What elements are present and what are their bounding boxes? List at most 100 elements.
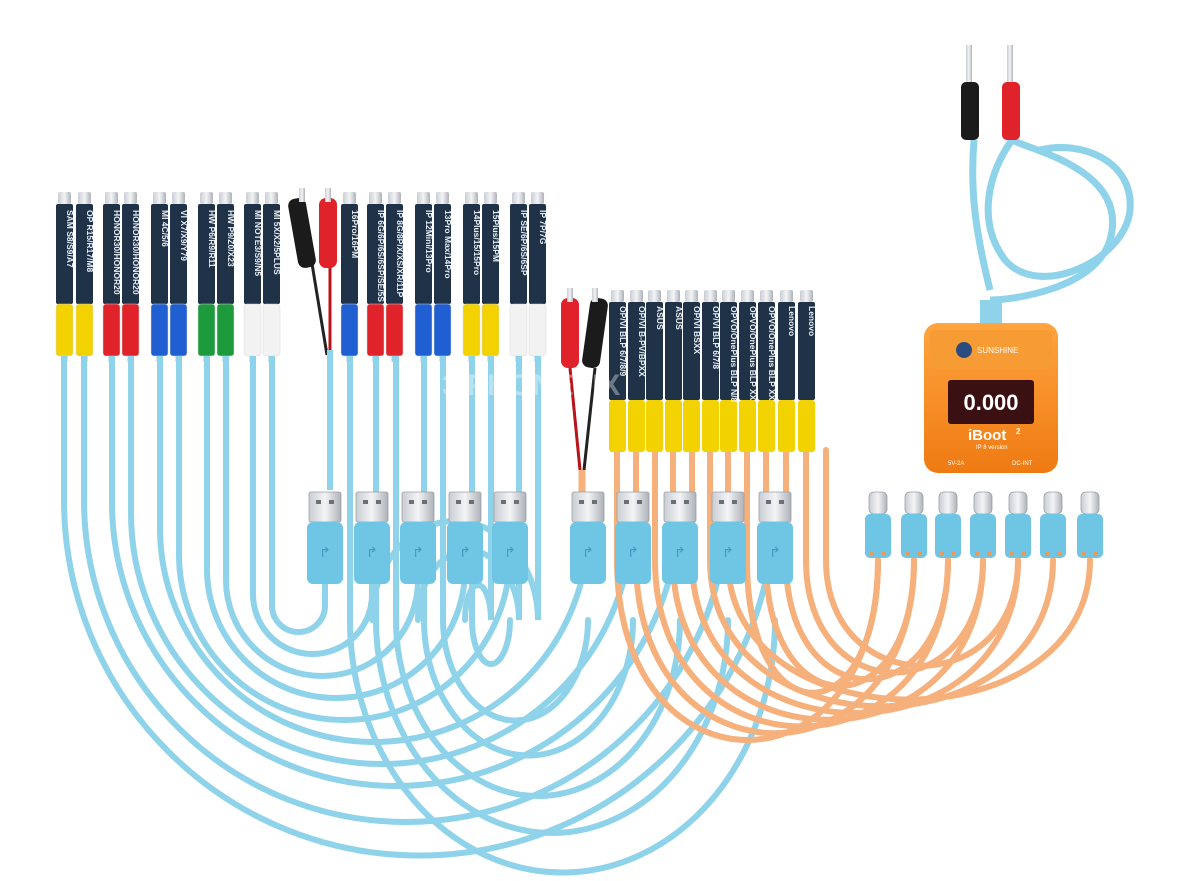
meter-subtitle: IP 8 version bbox=[976, 445, 1008, 451]
usb-a-plug: ↱ bbox=[354, 491, 390, 584]
blue-cable bbox=[109, 352, 683, 789]
usb-a-plug: ↱ bbox=[492, 491, 528, 584]
usb-icon: ↱ bbox=[627, 544, 639, 560]
blue-cable bbox=[128, 352, 636, 767]
connector-board: SAM S8/S9/A7 bbox=[55, 192, 75, 362]
connector-board: Lenovo bbox=[798, 290, 817, 452]
orange-cable bbox=[823, 447, 1021, 669]
board-label: 13Pro Max/14Pro bbox=[443, 210, 453, 279]
board-label: HONOR30/HONOR20 bbox=[131, 210, 141, 295]
orange-cable bbox=[744, 447, 881, 696]
connector-board: IP 7P/7G bbox=[528, 192, 548, 362]
usb-icon: ↱ bbox=[366, 544, 378, 560]
blue-cable bbox=[462, 352, 494, 623]
orange-cable bbox=[803, 447, 986, 676]
connector-board: HW P6/R9/R11 bbox=[197, 192, 217, 362]
board-label: IP 7P/7G bbox=[538, 210, 548, 245]
board-label: SAM S8/S9/A7 bbox=[65, 210, 75, 268]
usb-icon: ↱ bbox=[582, 544, 594, 560]
usb-a-plug: ↱ bbox=[757, 491, 793, 584]
connector-board: MI NOTE3/S9/N5 bbox=[243, 192, 263, 362]
banana-leads bbox=[961, 45, 1134, 304]
board-label: MI 5X/X2/5PLUS bbox=[272, 210, 282, 275]
connector-board: Lenovo bbox=[778, 290, 797, 452]
blue-cable bbox=[421, 352, 636, 759]
connector-board: OP/VI BSXX bbox=[683, 290, 702, 452]
usb-c-plug bbox=[1077, 491, 1103, 558]
connector-board: IP SE/6P/6S/6SP bbox=[509, 192, 529, 362]
board-label: OP/VI BSXX bbox=[692, 306, 702, 355]
blue-cable bbox=[61, 352, 778, 859]
connector-board: HONOR30/HONOR20 bbox=[121, 192, 141, 362]
meter-display-value: 0.000 bbox=[963, 390, 1018, 415]
orange-cable bbox=[670, 447, 986, 723]
usb-a-plug: ↱ bbox=[662, 491, 698, 584]
board-label: ASUS bbox=[674, 306, 684, 330]
usb-c-plug bbox=[1005, 491, 1031, 558]
board-label: OPVO/OnePlus BLP N/8 bbox=[729, 306, 739, 402]
alligator-clips-center bbox=[561, 288, 608, 495]
connector-board: OPVO/OnePlus BLP XX bbox=[758, 290, 777, 452]
board-label: OP R15/R17/M8 bbox=[85, 210, 95, 272]
usb-a-plugs: ↱↱↱↱↱↱↱↱↱↱ bbox=[307, 491, 793, 584]
usb-c-plug bbox=[970, 491, 996, 558]
usb-icon: ↱ bbox=[504, 544, 516, 560]
blue-cable bbox=[440, 352, 591, 724]
orange-cable bbox=[689, 447, 1021, 716]
right-connector-boards: OP/VI BLP 6/7/8/9 OP/VI B-PV/BPXX ASUS ASUS… bbox=[609, 290, 817, 452]
board-label: IP 8G/8P/X/XS/XR/11P bbox=[395, 210, 405, 298]
orange-cable bbox=[707, 447, 1056, 710]
board-label: OP/VI B-PV/BPXX bbox=[637, 306, 647, 377]
orange-cable bbox=[763, 447, 917, 689]
connector-board: 15Plus/15PM bbox=[481, 192, 501, 362]
connector-board: HW P9/Z0/X23 bbox=[216, 192, 236, 362]
meter-brand: SUNSHINE bbox=[977, 346, 1018, 355]
connector-board: ASUS bbox=[665, 290, 684, 452]
connector-board: IP 6G/6P/6S/6SP/SE/5S bbox=[366, 192, 386, 362]
blue-cable bbox=[176, 352, 513, 723]
usb-a-plug: ↱ bbox=[710, 491, 746, 584]
board-label: Lenovo bbox=[787, 306, 797, 336]
usb-c-plugs bbox=[865, 491, 1103, 558]
board-label: HONOR30/HONOR20 bbox=[112, 210, 122, 295]
board-label: MI NOTE3/S9/N5 bbox=[253, 210, 263, 276]
connector-board: 13Pro Max/14Pro bbox=[433, 192, 453, 362]
watermark: 3 PHONEFIX bbox=[442, 369, 620, 402]
usb-icon: ↱ bbox=[319, 544, 331, 560]
board-label: OP/VI BLP 6/7/8 bbox=[711, 306, 721, 369]
left-connector-boards: SAM S8/S9/A7 OP R15/R17/M8 HONOR30/HONOR20… bbox=[55, 192, 548, 362]
meter-right-footer: DC-INT bbox=[1012, 461, 1033, 467]
connector-board: 16Pro/16PM bbox=[340, 192, 360, 362]
usb-c-plug bbox=[901, 491, 927, 558]
blue-cable bbox=[373, 352, 731, 836]
blue-cable bbox=[469, 352, 513, 667]
board-label: OPVO/OnePlus BLP XX bbox=[748, 306, 758, 401]
meter-product-name: iBoot bbox=[968, 427, 1006, 444]
connector-board: HONOR30/HONOR20 bbox=[102, 192, 122, 362]
connector-board: MI 4C/5/6 bbox=[150, 192, 170, 362]
board-label: OP/VI BLP 6/7/8/9 bbox=[618, 306, 628, 377]
connector-board: OP/VI BLP 6/7/8/9 bbox=[609, 290, 628, 452]
orange-cable-loops bbox=[614, 447, 1093, 743]
blue-cable bbox=[204, 352, 468, 701]
board-label: VI X7/X9/Y79 bbox=[179, 210, 189, 261]
usb-c-plug bbox=[1040, 491, 1066, 558]
usb-a-plug: ↱ bbox=[447, 491, 483, 584]
orange-cable bbox=[725, 447, 1093, 703]
board-label: HW P6/R9/R11 bbox=[207, 210, 217, 268]
usb-icon: ↱ bbox=[769, 544, 781, 560]
usb-a-plug: ↱ bbox=[615, 491, 651, 584]
orange-cable bbox=[652, 447, 951, 730]
usb-a-plug: ↱ bbox=[570, 491, 606, 584]
board-label: ASUS bbox=[655, 306, 665, 330]
blue-cable bbox=[250, 352, 375, 657]
board-label: 14Plus/15/15Pro bbox=[472, 210, 482, 275]
board-label: IP SE/6P/6S/6SP bbox=[519, 210, 529, 276]
usb-icon: ↱ bbox=[459, 544, 471, 560]
blue-cable bbox=[223, 352, 421, 679]
orange-cable bbox=[783, 447, 951, 683]
usb-a-plug: ↱ bbox=[400, 491, 436, 584]
meter-left-footer: 5V-2A bbox=[948, 461, 964, 467]
board-label: OPVO/OnePlus BLP XX bbox=[767, 306, 777, 401]
connector-board: OPVO/OnePlus BLP XX bbox=[739, 290, 758, 452]
